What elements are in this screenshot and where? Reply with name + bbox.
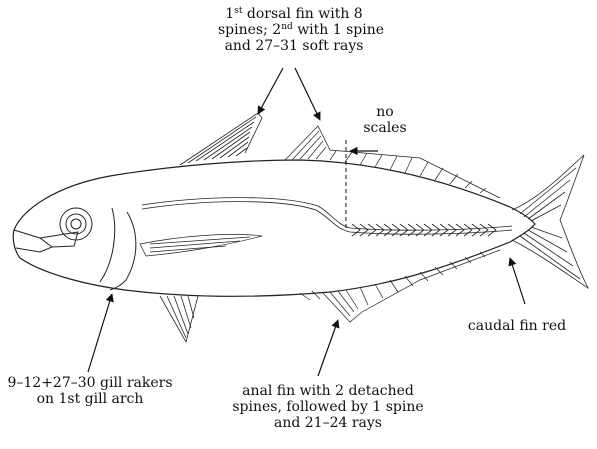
gill-rakers-line1: 9–12+27–30 gill rakers bbox=[4, 375, 176, 391]
anal-fin-label: anal fin with 2 detached spines, followe… bbox=[230, 383, 426, 431]
operculum bbox=[110, 212, 136, 290]
caudal-label-text: caudal fin red bbox=[448, 318, 586, 334]
dorsal-label-line1: 1st dorsal fin with 8 bbox=[218, 6, 370, 22]
first-dorsal-fin bbox=[180, 113, 262, 165]
eye-pupil bbox=[71, 219, 81, 229]
anal-label-line2: spines, followed by 1 spine bbox=[230, 399, 426, 415]
pectoral-fin bbox=[140, 234, 262, 256]
gill-rakers-label: 9–12+27–30 gill rakers on 1st gill arch bbox=[4, 375, 176, 407]
dorsal-fin-label: 1st dorsal fin with 8 spines; 2nd with 1… bbox=[218, 6, 370, 54]
no-scales-line1: no bbox=[358, 104, 412, 120]
dorsal-label-line2: spines; 2nd with 1 spine bbox=[218, 22, 370, 38]
pelvic-fin bbox=[160, 296, 198, 342]
dorsal-label-line3: and 27–31 soft rays bbox=[218, 38, 370, 54]
no-scales-label: no scales bbox=[358, 104, 412, 136]
no-scales-line2: scales bbox=[358, 120, 412, 136]
caudal-fin bbox=[512, 155, 588, 288]
preoperculum bbox=[100, 208, 115, 282]
anal-label-line1: anal fin with 2 detached bbox=[230, 383, 426, 399]
arrow-caudal bbox=[510, 258, 525, 304]
arrow-first-dorsal bbox=[258, 68, 283, 114]
anal-fin bbox=[300, 250, 500, 322]
arrow-anal bbox=[318, 320, 338, 376]
second-dorsal-fin bbox=[285, 126, 500, 198]
arrow-second-dorsal bbox=[295, 68, 320, 120]
lateral-line bbox=[142, 198, 512, 235]
arrow-gill-rakers bbox=[88, 294, 112, 372]
mouth bbox=[14, 230, 52, 252]
gill-rakers-line2: on 1st gill arch bbox=[4, 391, 176, 407]
caudal-fin-label: caudal fin red bbox=[448, 318, 586, 334]
anal-label-line3: and 21–24 rays bbox=[230, 415, 426, 431]
